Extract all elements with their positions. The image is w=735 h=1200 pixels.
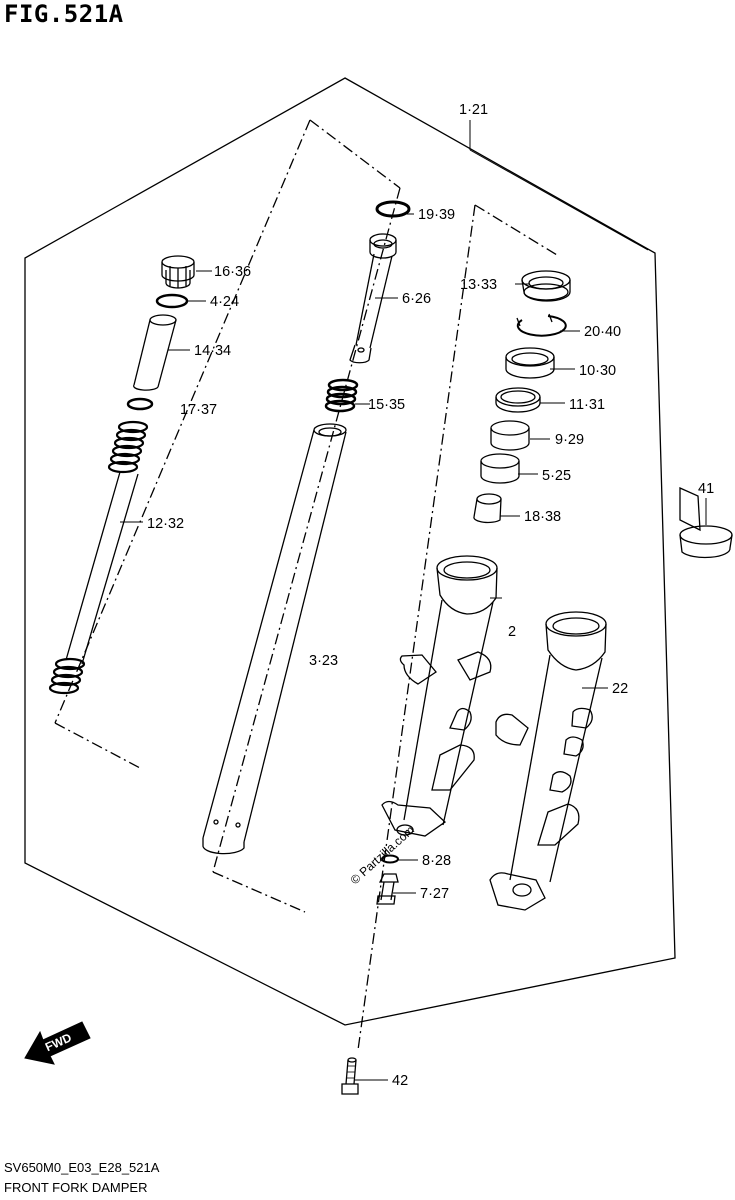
callout-22: 22: [612, 681, 628, 697]
outer-tube-outline: [357, 204, 558, 1051]
oring-part: [375, 200, 411, 218]
callout-19: 19·39: [418, 207, 455, 223]
callout-13: 13·33: [460, 277, 497, 293]
outer-tube-right-part: [489, 611, 607, 911]
assembly-boundary: [24, 77, 676, 1026]
callout-6: 6·26: [402, 291, 431, 307]
callout-5: 5·25: [542, 468, 571, 484]
callout-17: 17·37: [180, 402, 217, 418]
figure-code: SV650M0_E03_E28_521A: [4, 1160, 160, 1175]
spring-seat-part: [126, 397, 154, 411]
cap-bolt-part: [161, 255, 195, 289]
figure-name: FRONT FORK DAMPER: [4, 1180, 148, 1195]
callout-4: 4·24: [210, 294, 239, 310]
leader-lines: [120, 120, 707, 1081]
callout-3: 3·23: [309, 653, 338, 669]
callout-15: 15·35: [368, 397, 405, 413]
callout-labels: 1·21 19·39 16·36 4·24 6·26 13·33 20·40 1…: [147, 102, 714, 1089]
oring-small-part: [155, 293, 189, 309]
inner-cartridge-outline: [54, 119, 401, 913]
callout-16: 16·36: [214, 264, 251, 280]
seal-part: [505, 347, 555, 379]
callout-8: 8·28: [422, 853, 451, 869]
bushing-upper-part: [490, 420, 530, 451]
outer-tube-left-part: [381, 555, 498, 837]
oil-seal-part: [521, 270, 571, 302]
callout-11: 11·31: [569, 397, 605, 413]
bushing-lower-part: [480, 453, 520, 484]
circlip-part: [516, 315, 567, 337]
callout-7: 7·27: [420, 886, 449, 902]
callout-2: 2: [508, 624, 516, 640]
inner-tube-part: [202, 423, 347, 855]
callout-1: 1·21: [459, 102, 488, 118]
callout-18: 18·38: [524, 509, 561, 525]
figure-title: FIG.521A: [4, 0, 124, 28]
forward-direction-arrow: FWD: [24, 1021, 91, 1065]
callout-41: 41: [698, 481, 714, 497]
callout-10: 10·30: [579, 363, 616, 379]
callout-12: 12·32: [147, 516, 184, 532]
gasket-part: [381, 854, 399, 864]
rebound-spring-part: [324, 378, 359, 413]
callout-20: 20·40: [584, 324, 621, 340]
spacer-tube-part: [132, 314, 177, 391]
callout-14: 14·34: [194, 343, 231, 359]
damper-rod-part: [349, 233, 397, 364]
oil-lock-piece-part: [473, 493, 502, 524]
pinch-bolt-part: [341, 1057, 359, 1095]
washer-part: [495, 387, 541, 413]
callout-9: 9·29: [555, 432, 584, 448]
damper-bolt-part: [376, 873, 399, 905]
callout-42: 42: [392, 1073, 408, 1089]
main-spring-part: [48, 420, 149, 695]
fork-cover-part: [679, 486, 733, 559]
